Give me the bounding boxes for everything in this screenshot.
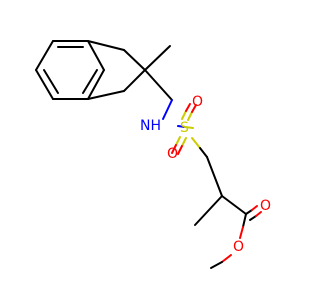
bond-c-o-double-1b [251,205,258,211]
bond-c6-c1-inner [43,69,59,94]
bond-ch2-top-cq [123,49,146,71]
bond-c4-c5-inner [82,69,98,94]
molecule-diagram: NH S O O O O [35,40,271,269]
atom-labels: NH S O O O O [140,94,271,255]
bond-n-s-left [177,125,186,128]
bond-s-o-top-2a [187,111,193,121]
bond-c-o-double-2a [249,215,257,221]
bond-c6-c1 [35,69,54,100]
bond-c-o-single-a [242,213,247,228]
bond-c3-ch2-top [87,40,125,51]
bonds [35,40,262,269]
sulfonyl-oxygen-bottom-label: O [167,146,178,162]
bond-ch-cester [221,195,247,215]
bond-cq-methyl [144,45,171,71]
bond-ch2-ch [206,156,223,197]
bond-s-o-top-2b [191,104,197,113]
sulfur-label: S [180,120,189,136]
bond-s-o-top-1a [181,110,187,120]
bond-s-o-top-1b [185,103,191,112]
bond-cq-ch2n [144,69,173,101]
bond-s-o-bottom-2a [181,137,187,147]
bond-o-methyl-b [210,261,223,269]
structure-svg: NH S O O O O [35,40,271,269]
bond-ch-methyl [194,195,223,226]
bond-c-o-double-1a [245,209,253,215]
bond-s-o-bottom-1a [175,136,181,146]
bond-s-o-bottom-2b [177,145,183,155]
bond-s-ch2-a [191,137,201,149]
bond-c-o-single-b [239,226,244,239]
bond-c4-c5 [87,69,105,100]
bond-s-o-bottom-1b [171,144,177,154]
bond-c3-c4 [87,40,105,71]
amine-label: NH [140,118,161,134]
bond-c1-c2 [35,40,54,71]
bond-ch2-bottom-c4 [87,90,125,100]
ester-oxygen-label: O [233,239,244,255]
bond-c-o-double-2b [255,211,262,217]
bond-ch2-n [162,99,173,120]
bond-s-ch2-b [199,147,208,158]
bond-n-s-right [184,126,194,129]
carbonyl-oxygen-label: O [260,198,271,214]
bond-o-methyl-a [221,254,232,263]
bond-cq-ch2-bottom [123,69,146,92]
sulfonyl-oxygen-top-label: O [192,94,203,110]
